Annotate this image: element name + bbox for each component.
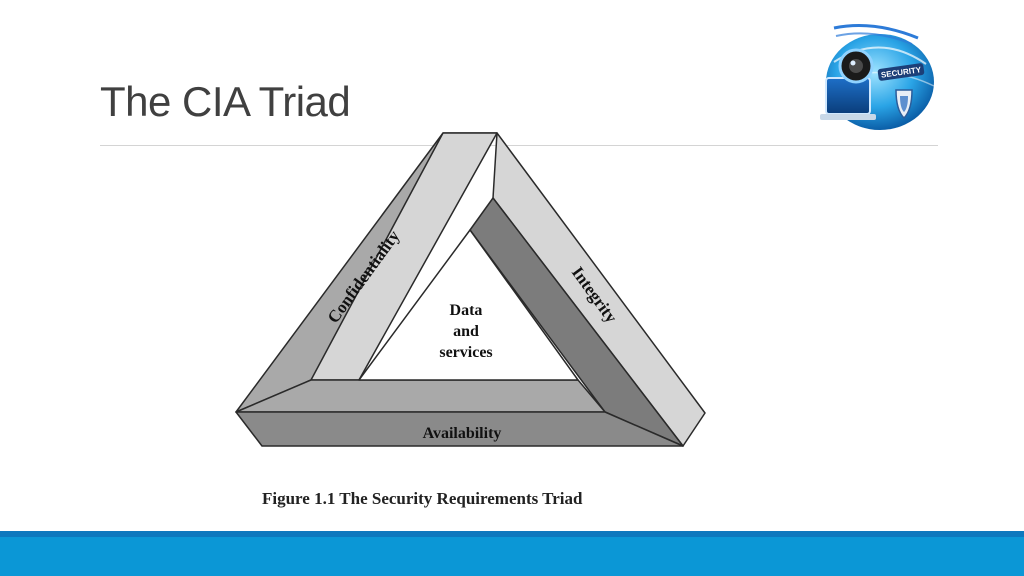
center-label-line-1: Data xyxy=(450,302,483,319)
slide-title: The CIA Triad xyxy=(100,78,351,125)
footer-stripe xyxy=(0,531,1024,537)
cia-triad-diagram: Data and services Confidentiality Integr… xyxy=(235,132,706,447)
footer-bar xyxy=(0,537,1024,576)
title-divider xyxy=(100,145,938,146)
availability-front-face xyxy=(235,411,684,447)
security-logo-icon: SECURITY xyxy=(820,24,935,130)
center-label-line-2: and xyxy=(453,323,479,340)
center-triangle xyxy=(358,229,579,381)
figure-caption: Figure 1.1 The Security Requirements Tri… xyxy=(262,489,583,508)
center-label-line-3: services xyxy=(439,344,492,361)
availability-label: Availability xyxy=(423,425,502,442)
